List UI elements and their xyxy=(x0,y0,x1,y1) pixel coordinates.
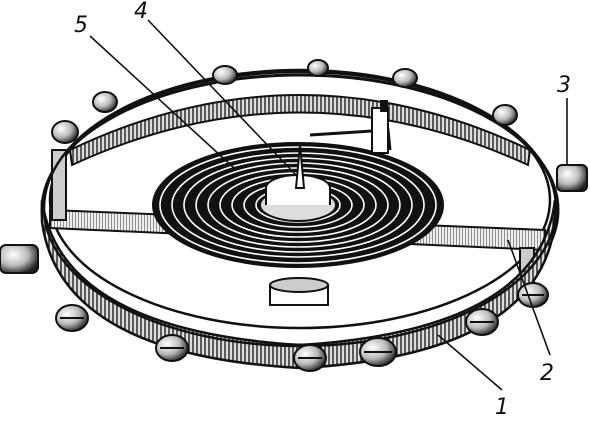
screw-icon xyxy=(517,282,549,308)
staff-pivot xyxy=(294,144,306,189)
screw-icon xyxy=(51,120,79,144)
screw-icon xyxy=(359,337,397,367)
leader-2 xyxy=(507,239,551,356)
screw-icon xyxy=(55,304,89,332)
callout-2: 2 xyxy=(540,361,554,386)
rim-screws xyxy=(0,59,588,372)
screw-icon xyxy=(212,65,238,85)
screw-icon xyxy=(92,91,118,113)
callout-4: 4 xyxy=(134,0,148,24)
screw-icon xyxy=(556,164,588,192)
screw-icon xyxy=(293,344,327,372)
screw-icon xyxy=(465,308,499,336)
screw-icon xyxy=(307,59,329,77)
leader-lines xyxy=(89,19,568,391)
callout-5: 5 xyxy=(74,13,88,38)
callout-1: 1 xyxy=(495,395,509,420)
leader-4 xyxy=(147,19,297,176)
screw-icon xyxy=(392,68,418,88)
screw-icon xyxy=(492,104,518,126)
lower-shaft xyxy=(269,277,329,306)
rim-back-band xyxy=(68,94,532,167)
collet xyxy=(259,174,337,222)
leader-1 xyxy=(437,334,503,391)
leader-5 xyxy=(89,35,235,169)
screw-icon xyxy=(155,334,189,362)
callout-3: 3 xyxy=(557,73,571,98)
stud-post xyxy=(371,100,389,154)
screw-icon xyxy=(0,244,39,274)
